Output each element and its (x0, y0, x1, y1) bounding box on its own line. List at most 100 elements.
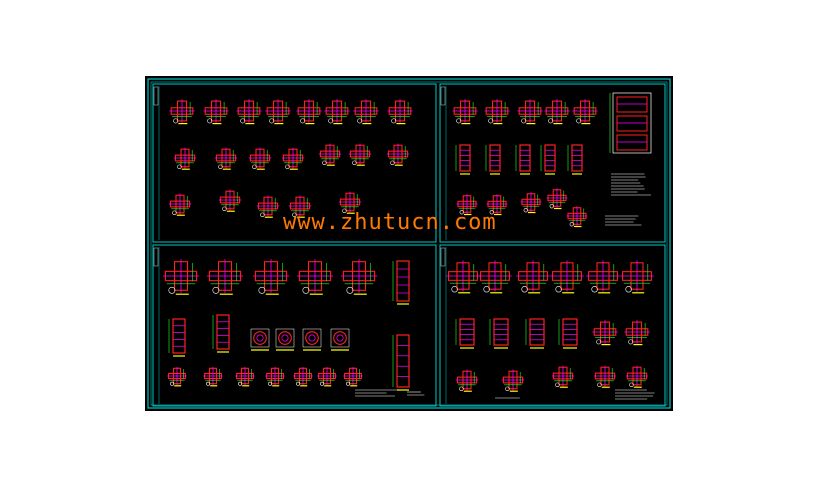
detail-number-bubble (172, 210, 177, 216)
column-outline (459, 318, 475, 346)
detail-number-bubble (391, 118, 397, 124)
round-column-section (330, 328, 350, 351)
panel-title-block (153, 86, 159, 106)
column-section (489, 318, 509, 349)
inner-rebar (256, 334, 264, 342)
circular-rebar (333, 331, 347, 345)
detail-number-bubble (206, 381, 211, 386)
column-outline (493, 318, 509, 346)
detail-number-bubble (320, 381, 325, 386)
detail-number-bubble (222, 206, 227, 212)
detail-number-bubble (390, 160, 395, 166)
detail-number-bubble (352, 160, 357, 166)
panel-frame (152, 244, 437, 407)
column-section (558, 318, 578, 349)
joint-detail (353, 99, 379, 125)
joint-detail (516, 260, 550, 294)
panel-title-block (153, 247, 159, 267)
detail-number-bubble (212, 286, 220, 294)
detail-number-bubble (168, 286, 176, 294)
joint-detail (566, 206, 588, 228)
elevation-bay (616, 96, 648, 113)
joint-detail (625, 365, 649, 388)
detail-number-bubble (240, 118, 246, 124)
joint-detail (281, 147, 305, 170)
joint-detail (544, 99, 570, 125)
detail-number-bubble (268, 381, 273, 386)
column-section (392, 260, 410, 305)
detail-number-bubble (549, 204, 554, 209)
joint-detail (169, 99, 195, 125)
detail-number-bubble (576, 118, 582, 124)
detail-number-bubble (322, 160, 327, 166)
watermark: www.zhutucn.com (283, 210, 497, 235)
detail-number-bubble (357, 118, 363, 124)
joint-detail (338, 191, 362, 214)
detail-number-bubble (285, 164, 290, 170)
joint-detail (486, 194, 508, 216)
joint-detail (288, 195, 312, 218)
detail-number-bubble (296, 381, 301, 386)
detail-number-bubble (625, 286, 632, 293)
detail-number-bubble (260, 212, 265, 218)
detail-number-bubble (173, 118, 179, 124)
joint-detail (293, 366, 313, 387)
joint-detail (296, 259, 334, 295)
column-section (540, 144, 556, 175)
column-outline (519, 144, 531, 172)
joint-detail (203, 99, 229, 125)
note-text-block (355, 389, 399, 397)
outer-border (147, 78, 671, 409)
joint-detail (265, 99, 291, 125)
detail-number-bubble (459, 386, 464, 392)
detail-number-bubble (597, 382, 602, 388)
elevation-bay (616, 115, 648, 132)
cad-drawing-sheet (145, 76, 673, 411)
joint-detail (550, 260, 584, 294)
joint-detail (452, 99, 478, 125)
detail-number-bubble (346, 381, 351, 386)
elevation-outline (612, 92, 652, 154)
note-text-block (407, 391, 425, 396)
column-section (525, 318, 545, 349)
detail-number-bubble (252, 164, 257, 170)
detail-number-bubble (591, 286, 598, 293)
detail-number-bubble (342, 208, 347, 214)
joint-detail (256, 195, 280, 218)
panel-frame (439, 244, 666, 407)
joint-detail (484, 99, 510, 125)
joint-detail (167, 366, 187, 387)
section-box (330, 328, 350, 348)
joint-detail (592, 320, 618, 346)
joint-detail (265, 366, 285, 387)
joint-detail (206, 259, 244, 295)
joint-detail (317, 366, 337, 387)
joint-detail (340, 259, 378, 295)
inner-border (150, 81, 668, 406)
detail-number-bubble (521, 118, 527, 124)
joint-detail (478, 260, 512, 294)
note-text-block (611, 173, 651, 196)
column-outline (216, 314, 230, 350)
joint-detail (520, 192, 542, 214)
detail-number-bubble (548, 118, 554, 124)
inner-rebar (308, 334, 316, 342)
joint-detail (318, 143, 342, 166)
circular-rebar (305, 331, 319, 345)
joint-detail (620, 260, 654, 294)
detail-number-bubble (207, 118, 213, 124)
joint-detail (624, 320, 650, 346)
detail-number-bubble (489, 210, 494, 215)
joint-detail (593, 365, 617, 388)
column-outline (529, 318, 545, 346)
panel-top-right (439, 83, 666, 243)
joint-detail (236, 99, 262, 125)
joint-detail (343, 366, 363, 387)
joint-detail (456, 194, 478, 216)
joint-detail (446, 260, 480, 294)
detail-number-bubble (628, 339, 634, 345)
circular-rebar (278, 331, 292, 345)
column-section (567, 144, 583, 175)
round-column-section (275, 328, 295, 351)
column-outline (544, 144, 556, 172)
